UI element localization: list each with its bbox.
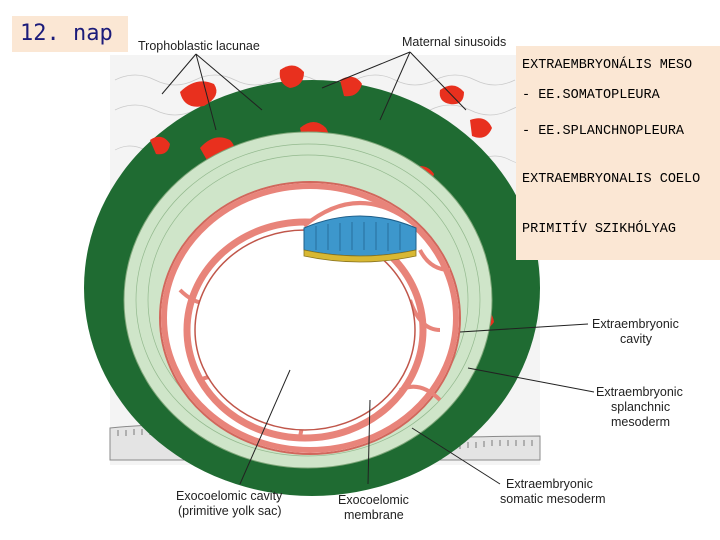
label-exocoelomic-cavity-line2: (primitive yolk sac) (178, 504, 282, 518)
label-somatic-mesoderm-line2: somatic mesoderm (500, 492, 606, 506)
extraembryonic-splanchnic-mesoderm (183, 218, 427, 442)
label-extraembryonic-cavity-line2: cavity (620, 332, 653, 346)
text-ee-somatopleura: - EE.SOMATOPLEURA (522, 88, 660, 103)
hypoblast (303, 249, 417, 263)
label-splanchnic-mesoderm-line1: Extraembryonic (596, 385, 683, 399)
text-ee-splanchnopleura: - EE.SPLANCHNOPLEURA (522, 124, 685, 139)
text-primitive-yolk-sac: PRIMITÍV SZIKHÓLYAG (522, 222, 676, 237)
label-exocoelomic-membrane-line1: Exocoelomic (338, 493, 409, 507)
label-somatic-mesoderm-line1: Extraembryonic (506, 477, 593, 491)
label-exocoelomic-cavity-line1: Exocoelomic cavity (176, 489, 283, 503)
label-splanchnic-mesoderm-line3: mesoderm (611, 415, 670, 429)
epiblast (303, 215, 417, 257)
epiblast-cells (315, 222, 401, 251)
label-trophoblastic-lacunae: Trophoblastic lacunae (138, 39, 260, 53)
text-extraembryonic-mesoderm: EXTRAEMBRYONÁLIS MESO (522, 58, 693, 73)
label-exocoelomic-membrane-line2: membrane (344, 508, 404, 522)
annotation-text-box: EXTRAEMBRYONÁLIS MESO - EE.SOMATOPLEURA … (516, 46, 720, 260)
label-splanchnic-mesoderm-line2: splanchnic (611, 400, 670, 414)
extraembryonic-somatic-mesoderm (161, 183, 459, 453)
leader-lines (161, 51, 595, 485)
label-extraembryonic-cavity-line1: Extraembryonic (592, 317, 679, 331)
slide-title: 12. nap (12, 16, 128, 52)
label-maternal-sinusoids: Maternal sinusoids (402, 35, 506, 49)
text-extraembryonic-coelom: EXTRAEMBRYONALIS COELO (522, 172, 701, 187)
